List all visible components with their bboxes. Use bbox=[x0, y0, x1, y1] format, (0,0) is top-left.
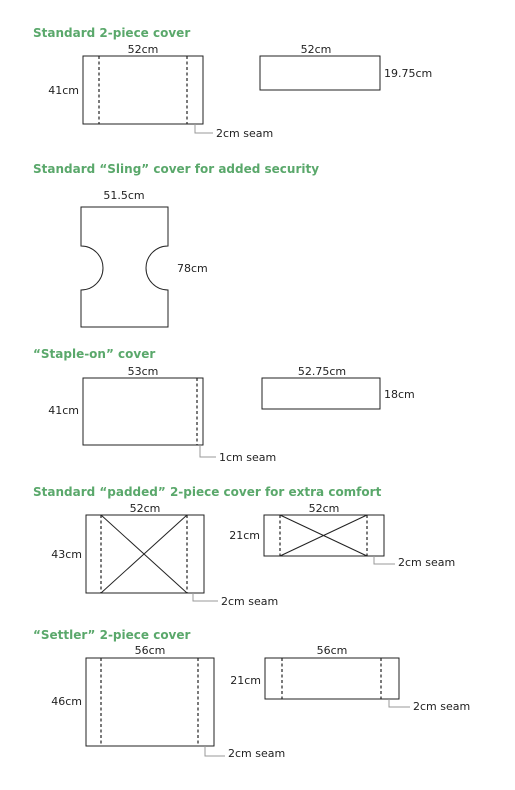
sling-piece-outline bbox=[80, 206, 169, 328]
height-label: 41cm bbox=[48, 84, 79, 97]
seam-label: 2cm seam bbox=[216, 127, 273, 140]
piece-outline bbox=[82, 55, 204, 125]
width-label: 56cm bbox=[317, 644, 348, 657]
height-label: 46cm bbox=[51, 695, 82, 708]
height-label: 21cm bbox=[229, 529, 260, 542]
section-heading: “Settler” 2-piece cover bbox=[33, 628, 191, 642]
seam-label: 2cm seam bbox=[228, 747, 285, 760]
piece-outline bbox=[82, 377, 204, 446]
padding-cross-line bbox=[279, 514, 368, 557]
height-label: 43cm bbox=[51, 548, 82, 561]
width-label: 52cm bbox=[301, 43, 332, 56]
height-label: 18cm bbox=[384, 388, 415, 401]
section-padded-cover: Standard “padded” 2-piece cover for extr… bbox=[33, 485, 455, 608]
section-sling-cover: Standard “Sling” cover for added securit… bbox=[33, 162, 319, 328]
piece-outline bbox=[263, 514, 385, 557]
height-label: 21cm bbox=[230, 674, 261, 687]
width-label: 52cm bbox=[128, 43, 159, 56]
seam-leader-line bbox=[204, 746, 225, 757]
piece-outline bbox=[259, 55, 381, 91]
seam-label: 2cm seam bbox=[221, 595, 278, 608]
height-label: 41cm bbox=[48, 404, 79, 417]
seam-label: 1cm seam bbox=[219, 451, 276, 464]
seam-leader-line bbox=[388, 699, 410, 708]
piece-outline bbox=[261, 377, 381, 410]
width-label: 52.75cm bbox=[298, 365, 346, 378]
seam-leader-line bbox=[199, 445, 216, 458]
width-label: 52cm bbox=[309, 502, 340, 515]
height-label: 78cm bbox=[177, 262, 208, 275]
seam-label: 2cm seam bbox=[413, 700, 470, 713]
section-staple-on-cover: “Staple-on” cover 53cm 41cm 1cm seam 52.… bbox=[33, 347, 415, 464]
seam-label: 2cm seam bbox=[398, 556, 455, 569]
width-label: 52cm bbox=[130, 502, 161, 515]
section-heading: Standard 2-piece cover bbox=[33, 26, 190, 40]
section-heading: “Staple-on” cover bbox=[33, 347, 155, 361]
width-label: 51.5cm bbox=[103, 189, 144, 202]
seam-leader-line bbox=[373, 556, 395, 565]
section-heading: Standard “Sling” cover for added securit… bbox=[33, 162, 319, 176]
seam-leader-line bbox=[194, 124, 213, 134]
section-settler-cover: “Settler” 2-piece cover 56cm 46cm 2cm se… bbox=[33, 628, 470, 760]
section-standard-2-piece: Standard 2-piece cover 52cm 41cm 2cm sea… bbox=[33, 26, 432, 140]
piece-outline bbox=[85, 657, 215, 747]
piece-outline bbox=[264, 657, 400, 700]
width-label: 53cm bbox=[128, 365, 159, 378]
piece-outline bbox=[85, 514, 205, 594]
width-label: 56cm bbox=[135, 644, 166, 657]
height-label: 19.75cm bbox=[384, 67, 432, 80]
padding-cross-line bbox=[100, 514, 188, 594]
section-heading: Standard “padded” 2-piece cover for extr… bbox=[33, 485, 382, 499]
seam-leader-line bbox=[192, 593, 218, 602]
